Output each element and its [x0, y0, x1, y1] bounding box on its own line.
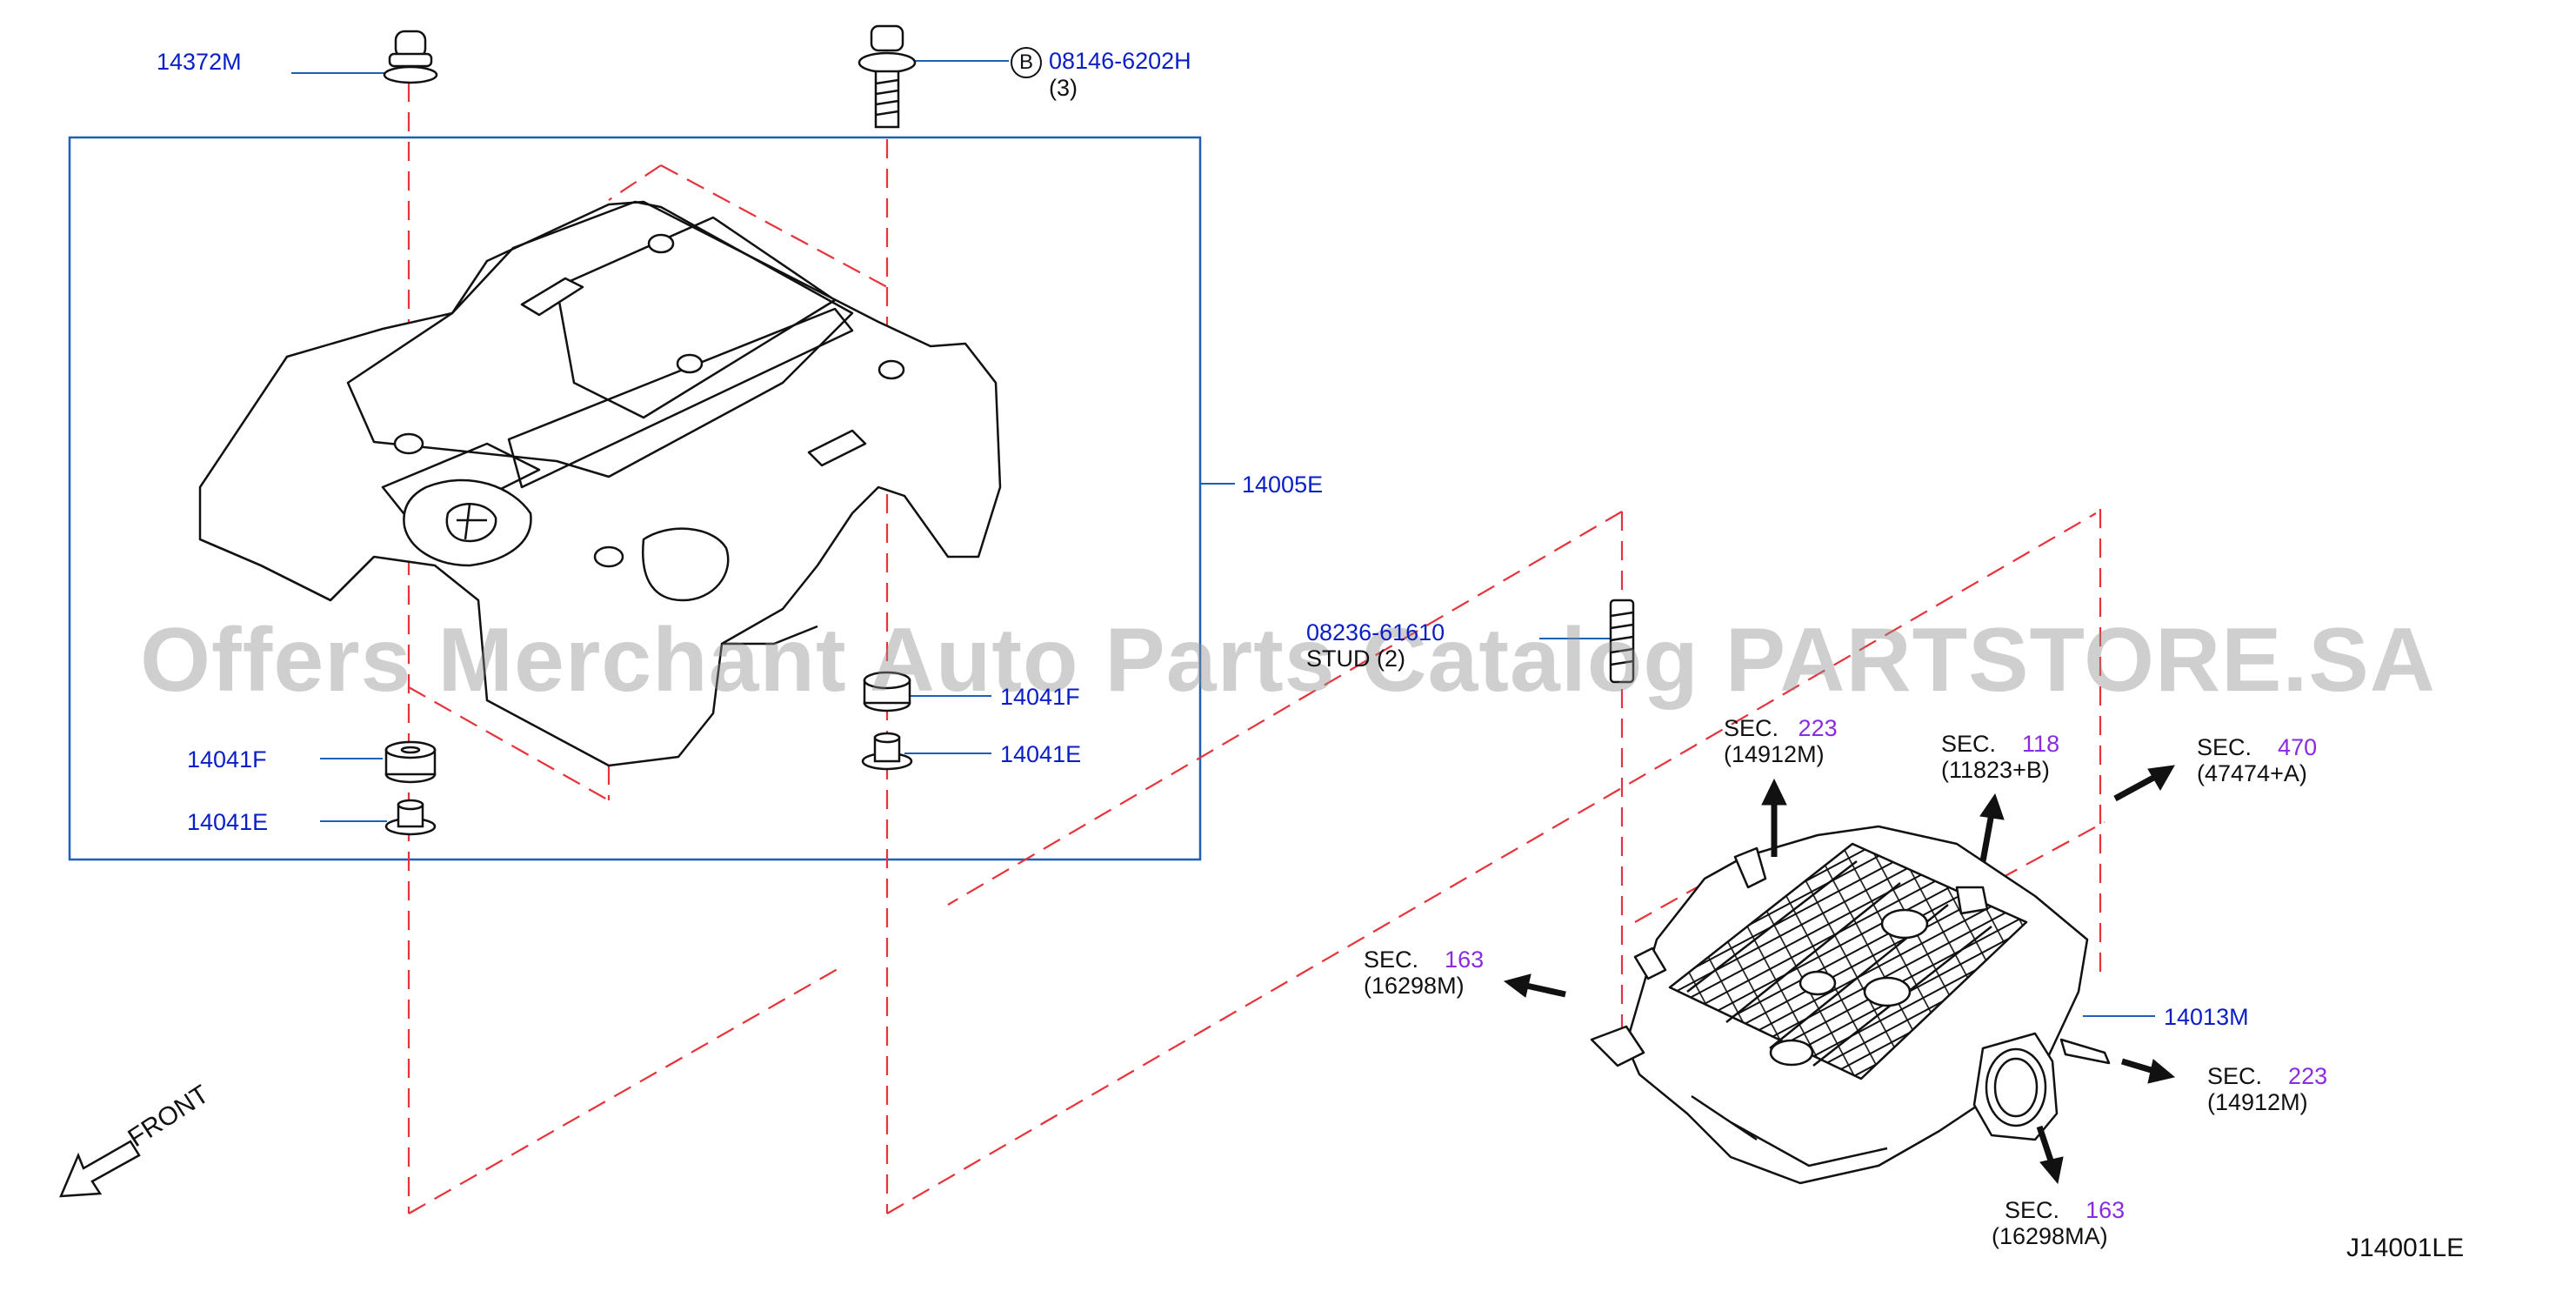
grommet-14041e-right [861, 732, 913, 771]
label-14372m[interactable]: 14372M [157, 49, 242, 75]
label-14013m[interactable]: 14013M [2164, 1004, 2249, 1030]
label-14041e-left[interactable]: 14041E [187, 809, 269, 835]
sec-ref: (14912M) [2207, 1089, 2308, 1115]
leader-lines [291, 60, 2155, 1017]
sec-ref: (14912M) [1724, 741, 1825, 767]
label-08146-6202h[interactable]: B 08146-6202H [1011, 47, 1191, 78]
grommet-14041f-right [863, 671, 911, 712]
section-ref-163-bottom[interactable]: SEC. 163 (16298MA) [1992, 1197, 2125, 1249]
sec-text: SEC. [2197, 734, 2252, 760]
sec-text: SEC. [1364, 947, 1419, 973]
watermark: Offers Merchant Auto Parts Catalog PARTS… [140, 610, 2436, 711]
sec-text: SEC. [1941, 731, 1997, 757]
sec-number: 223 [2288, 1063, 2328, 1089]
clip-14372m [383, 30, 438, 84]
sec-ref: (11823+B) [1941, 757, 2050, 783]
sec-text: SEC. [2005, 1197, 2060, 1223]
sec-ref: (16298MA) [1992, 1223, 2108, 1249]
sec-ref: (16298M) [1364, 973, 1465, 999]
section-ref-223-top[interactable]: SEC. 223 (14912M) [1724, 715, 1838, 767]
sec-number: 470 [2278, 734, 2318, 760]
grommet-14041f-left [384, 740, 437, 784]
label-14041f-right[interactable]: 14041F [1000, 684, 1080, 710]
section-ref-118[interactable]: SEC. 118 (11823+B) [1941, 731, 2059, 783]
label-08236-61610[interactable]: 08236-61610 [1306, 619, 1445, 646]
intake-manifold-14013m [1590, 825, 2111, 1185]
section-ref-163-left[interactable]: SEC. 163 (16298M) [1364, 947, 1484, 999]
section-ref-470[interactable]: SEC. 470 (47474+A) [2197, 734, 2317, 786]
label-stud-2: STUD (2) [1306, 646, 1405, 672]
bolt-08146-6202h [858, 24, 917, 129]
label-qty-3: (3) [1049, 75, 1078, 101]
sec-number: 163 [2085, 1197, 2126, 1223]
stud-08236-61610 [1609, 599, 1635, 684]
label-14041e-right[interactable]: 14041E [1000, 741, 1082, 767]
circle-b-symbol: B [1011, 47, 1042, 78]
section-ref-223-right[interactable]: SEC. 223 (14912M) [2207, 1063, 2327, 1115]
label-14041f-left[interactable]: 14041F [187, 746, 267, 773]
sec-number: 223 [1798, 715, 1838, 741]
sec-ref: (47474+A) [2197, 760, 2307, 786]
sec-text: SEC. [1724, 715, 1779, 741]
diagram-code: J14001LE [2346, 1234, 2465, 1262]
front-arrow [59, 1140, 141, 1198]
grommet-14041e-left [384, 799, 437, 836]
label-14005e[interactable]: 14005E [1242, 472, 1324, 498]
sec-text: SEC. [2207, 1063, 2263, 1089]
sec-number: 118 [2022, 731, 2060, 757]
sec-number: 163 [1445, 947, 1485, 973]
engine-cover-frame [68, 136, 1202, 861]
engine-cover-14005e [198, 200, 1002, 767]
section-arrows [1503, 765, 2176, 1185]
label-08146-6202h-text: 08146-6202H [1049, 48, 1191, 75]
